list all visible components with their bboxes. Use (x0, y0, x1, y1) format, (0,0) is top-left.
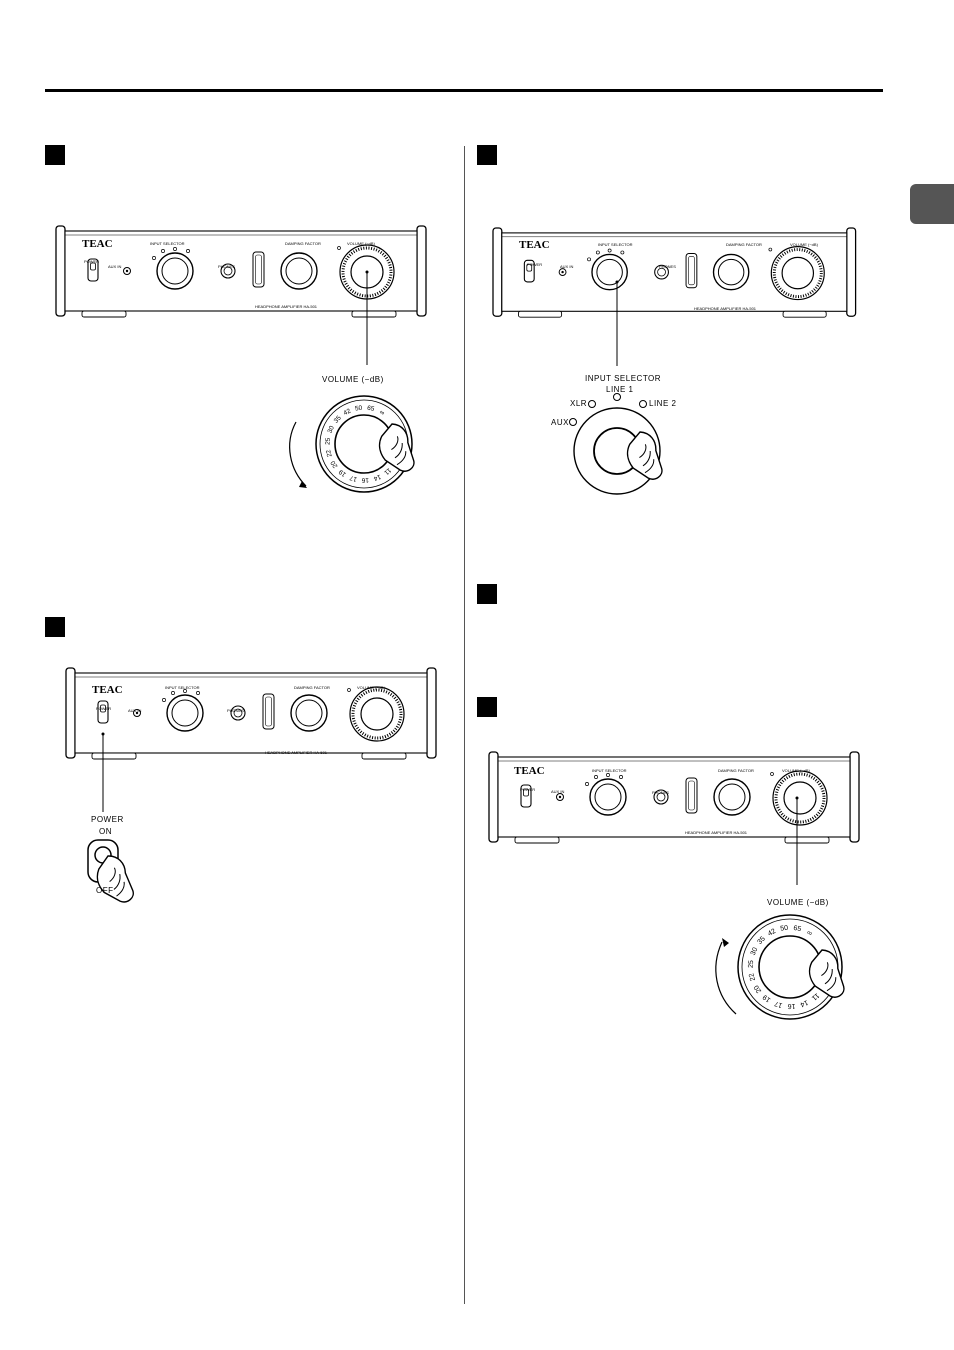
volume-scale-numeral: 17 (349, 474, 358, 483)
volume-dial-closeup-2: ∞655042353025222019171614118 (715, 914, 859, 1020)
step-marker-4 (477, 584, 497, 604)
amp2-volume: VOLUME (−dB) (357, 685, 386, 690)
power-switch-closeup (87, 839, 147, 908)
amp4-damping: DAMPING FACTOR (718, 768, 754, 773)
amp3-input-selector: INPUT SELECTOR (598, 242, 633, 247)
power-off-label: OFF (96, 886, 114, 895)
volume-scale-numeral: 35 (756, 935, 767, 946)
volume-scale-numeral: 42 (767, 928, 777, 938)
volume-scale-numeral: ∞ (378, 409, 386, 418)
amp1-power: POWER (84, 259, 99, 264)
amp4-input-selector: INPUT SELECTOR (592, 768, 627, 773)
amp3-power: POWER (527, 262, 542, 267)
amp4-brand: TEAC (514, 765, 545, 777)
amp2-brand: TEAC (92, 684, 123, 696)
amp1-damping: DAMPING FACTOR (285, 241, 321, 246)
amp2-phones: PHONES (227, 708, 244, 713)
amp3-aux-in: AUX IN (560, 264, 573, 269)
volume-scale-numeral: 11 (382, 466, 392, 476)
step-marker-2 (45, 617, 65, 637)
volume-scale-numeral: 65 (366, 405, 375, 413)
aux-callout-label: AUX (551, 418, 569, 427)
step-marker-5 (477, 697, 497, 717)
power-callout-label: POWER (91, 815, 124, 824)
volume-callout-label-2: VOLUME (−dB) (767, 898, 829, 907)
volume-scale-numeral: 14 (799, 998, 809, 1007)
amp4-aux-in: AUX IN (551, 789, 564, 794)
volume-scale-numeral: 20 (753, 984, 763, 994)
volume-scale-numeral: 16 (787, 1002, 795, 1009)
amp3-phones: PHONES (659, 264, 676, 269)
volume-scale-numeral: ∞ (805, 929, 813, 938)
volume-scale-numeral: 20 (329, 459, 339, 469)
amp2-model: HEADPHONE AMPLIFIER HA-501 (265, 750, 328, 755)
xlr-callout-label: XLR (570, 399, 587, 408)
volume-scale-numeral: 14 (372, 473, 382, 482)
volume-scale-numeral: 35 (333, 414, 343, 424)
amplifier-front-panel-2 (64, 666, 438, 761)
input-selector-callout-label: INPUT SELECTOR (585, 374, 661, 383)
volume-scale-numeral: 16 (361, 476, 369, 483)
amp1-input-selector: INPUT SELECTOR (150, 241, 185, 246)
amp3-volume: VOLUME (−dB) (790, 242, 819, 247)
volume-scale-numeral: 17 (774, 999, 784, 1008)
amp4-phones: PHONES (652, 790, 669, 795)
volume-scale-numeral: 22 (748, 972, 757, 981)
amp1-model: HEADPHONE AMPLIFIER HA-501 (255, 304, 318, 309)
volume-scale-numeral: 30 (750, 946, 760, 956)
input-selector-closeup (569, 393, 677, 495)
volume-scale-numeral: 30 (327, 425, 336, 435)
amp2-damping: DAMPING FACTOR (294, 685, 330, 690)
amp1-volume: VOLUME (−dB) (347, 241, 376, 246)
volume-scale-numeral: 22 (325, 448, 334, 457)
volume-scale-numeral: 50 (780, 925, 789, 933)
volume-callout-label-1: VOLUME (−dB) (322, 375, 384, 384)
volume-scale-numeral: 19 (337, 468, 347, 478)
power-on-label: ON (99, 827, 112, 836)
volume-dial-closeup-1: ∞655042353025222019171614118 (289, 395, 429, 493)
volume-scale-numeral: 25 (325, 437, 333, 445)
line1-callout-label: LINE 1 (606, 385, 634, 394)
volume-scale-numeral: 50 (355, 405, 364, 413)
amp2-aux-in: AUX IN (128, 708, 141, 713)
chapter-tab (910, 184, 954, 224)
amp4-model: HEADPHONE AMPLIFIER HA-501 (685, 830, 748, 835)
amp3-model: HEADPHONE AMPLIFIER HA-501 (694, 306, 757, 311)
volume-scale-numeral: 42 (342, 407, 352, 417)
amp4-power: POWER (520, 787, 535, 792)
amp1-brand: TEAC (82, 238, 113, 250)
amp2-power: POWER (96, 706, 111, 711)
column-divider (464, 146, 465, 1304)
amp3-brand: TEAC (519, 239, 550, 251)
amp2-input-selector: INPUT SELECTOR (165, 685, 200, 690)
volume-scale-numeral: 65 (793, 925, 802, 933)
line2-callout-label: LINE 2 (649, 399, 677, 408)
amp3-damping: DAMPING FACTOR (726, 242, 762, 247)
volume-scale-numeral: 19 (762, 993, 773, 1003)
volume-scale-numeral: 11 (810, 991, 820, 1001)
top-rule (45, 89, 883, 92)
amp1-phones: PHONES (218, 264, 235, 269)
amp4-volume: VOLUME (−dB) (782, 768, 811, 773)
step-marker-1 (45, 145, 65, 165)
step-marker-3 (477, 145, 497, 165)
amp1-aux-in: AUX IN (108, 264, 121, 269)
volume-scale-numeral: 25 (748, 960, 756, 968)
